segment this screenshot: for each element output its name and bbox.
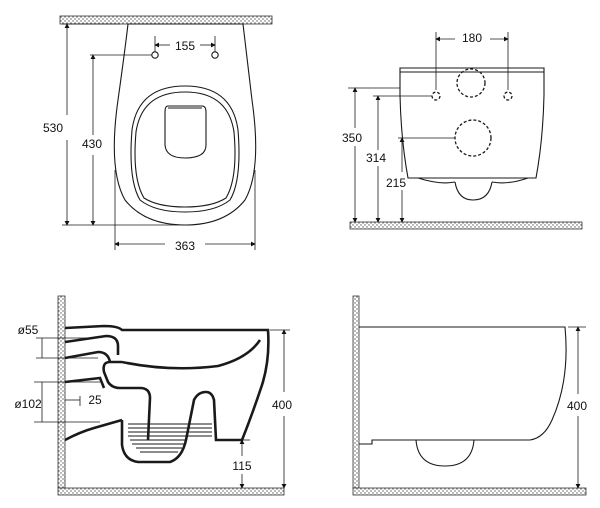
section-view: ø55 ø102 25 400 115 [14,295,292,496]
bolt-hole-right [211,51,219,59]
outlet-hole-dashed [454,119,492,157]
bolt-hole-left-back [431,91,441,101]
inlet-hole-dashed [456,68,486,98]
floor-back-view [349,221,583,230]
dim-height-215: 215 [386,176,406,190]
bolt-hole-left [151,51,159,59]
bolt-hole-right-back [503,91,513,101]
bowl-opening [164,105,207,159]
dim-water-depth-115: 115 [232,459,251,473]
side-foot [415,439,475,467]
dim-height-350: 350 [342,131,362,145]
dim-bolt-spacing-155: 155 [175,39,195,53]
dim-outlet-diameter-102: ø102 [14,397,42,411]
dim-offset-25: 25 [88,393,102,407]
floor-side-view [352,487,587,496]
dim-side-height-400: 400 [567,399,587,413]
bowl-bottom [454,181,493,201]
dim-bowl-length-430: 430 [82,137,102,151]
seat-rim [130,85,240,213]
floor-section-view [57,487,285,496]
back-view: 180 350 314 215 [342,31,583,230]
dim-width-363: 363 [175,239,195,253]
side-view: 400 [352,295,587,496]
dim-bolt-spacing-180: 180 [462,31,482,45]
back-body-outline [399,67,545,179]
dim-height-314: 314 [366,151,386,165]
dim-total-length-530: 530 [43,121,63,135]
section-inner-bowl [121,339,262,370]
bowl-outline [113,23,257,226]
section-outer-shell [64,324,270,464]
wall-top-view [59,15,273,25]
dim-section-height-400: 400 [272,398,292,412]
water-lines [128,423,212,453]
wall-side-view [352,295,360,489]
side-body-outline [359,326,567,445]
wall-section-view [57,295,66,489]
top-view: 155 530 430 363 [43,15,273,253]
dim-inlet-diameter-55: ø55 [18,323,39,337]
